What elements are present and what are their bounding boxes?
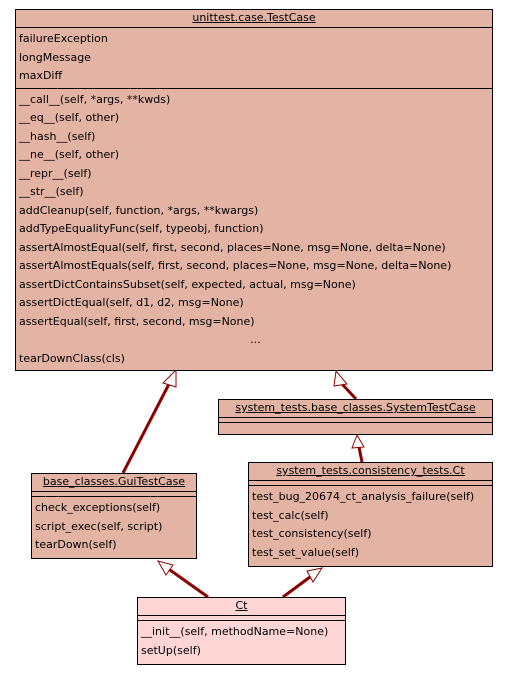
edge-consistency-to-system [357, 446, 364, 463]
arrowhead-testcase-right [333, 369, 348, 387]
method: assertAlmostEquals(self, first, second, … [19, 259, 452, 272]
arrowhead-testcase-left [162, 368, 177, 388]
method: addCleanup(self, function, *args, **kwar… [19, 203, 259, 217]
method: tearDownClass(cls) [19, 351, 125, 365]
method: addTypeEqualityFunc(self, typeobj, funct… [19, 222, 264, 235]
method: test_bug_20674_ct_analysis_failure(self) [252, 490, 475, 503]
attributes-section [138, 616, 345, 621]
attributes-section [32, 492, 196, 497]
attribute: maxDiff [19, 69, 63, 82]
method: __eq__(self, other) [19, 111, 120, 124]
method: test_consistency(self) [252, 527, 372, 540]
class-title: system_tests.base_classes.SystemTestCase [219, 400, 492, 418]
method: tearDown(self) [35, 538, 117, 551]
attribute: longMessage [19, 50, 91, 64]
method: __hash__(self) [19, 129, 96, 143]
attributes-section [219, 418, 492, 423]
class-name: Ct [235, 599, 248, 612]
method: __str__(self) [19, 185, 84, 198]
class-name: unittest.case.TestCase [192, 11, 316, 24]
method: assertEqual(self, first, second, msg=Non… [19, 314, 255, 328]
class-title: unittest.case.TestCase [16, 10, 492, 28]
method: assertDictEqual(self, d1, d2, msg=None) [19, 296, 244, 309]
methods-section: __init__(self, methodName=None) setUp(se… [138, 621, 345, 662]
method: __init__(self, methodName=None) [141, 625, 329, 638]
method: assertDictContainsSubset(self, expected,… [19, 277, 356, 291]
methods-section: __call__(self, *args, **kwds) __eq__(sel… [16, 89, 492, 371]
method: test_set_value(self) [252, 545, 359, 559]
methods-section [219, 423, 492, 427]
method: __ne__(self, other) [19, 148, 120, 161]
arrowhead-system [351, 433, 365, 449]
class-title: base_classes.GuiTestCase [32, 474, 196, 492]
attribute: failureException [19, 32, 108, 45]
method: __call__(self, *args, **kwds) [19, 92, 171, 106]
method: setUp(self) [141, 643, 201, 657]
method: assertAlmostEqual(self, first, second, p… [19, 240, 446, 254]
method: __repr__(self) [19, 166, 92, 180]
methods-section: test_bug_20674_ct_analysis_failure(self)… [249, 486, 492, 564]
edge-ct-to-consistency [282, 575, 311, 599]
method: test_calc(self) [252, 508, 329, 522]
attributes-section [249, 481, 492, 486]
class-name: system_tests.base_classes.SystemTestCase [235, 401, 476, 414]
class-consistency-ct[interactable]: system_tests.consistency_tests.Ct test_b… [248, 462, 493, 567]
method: script_exec(self, script) [35, 519, 163, 533]
class-system-testcase[interactable]: system_tests.base_classes.SystemTestCase [218, 399, 493, 435]
edge-ct-to-gui [169, 568, 209, 599]
class-title: system_tests.consistency_tests.Ct [249, 463, 492, 481]
class-name: system_tests.consistency_tests.Ct [276, 464, 465, 477]
class-ct[interactable]: Ct __init__(self, methodName=None) setUp… [137, 597, 346, 665]
methods-section: check_exceptions(self) script_exec(self,… [32, 497, 196, 557]
edge-gui-to-testcase [121, 383, 171, 474]
edge-system-to-testcase [340, 382, 358, 401]
attributes-section: failureException longMessage maxDiff [16, 28, 492, 89]
arrowhead-gui [156, 560, 174, 576]
arrowhead-consistency [306, 567, 324, 583]
class-unittest-testcase[interactable]: unittest.case.TestCase failureException … [15, 9, 493, 371]
class-name: base_classes.GuiTestCase [42, 475, 186, 488]
more-methods-ellipsis: ... [250, 333, 261, 346]
class-gui-testcase[interactable]: base_classes.GuiTestCase check_exception… [31, 473, 197, 559]
method: check_exceptions(self) [35, 501, 161, 514]
class-title: Ct [138, 598, 345, 616]
